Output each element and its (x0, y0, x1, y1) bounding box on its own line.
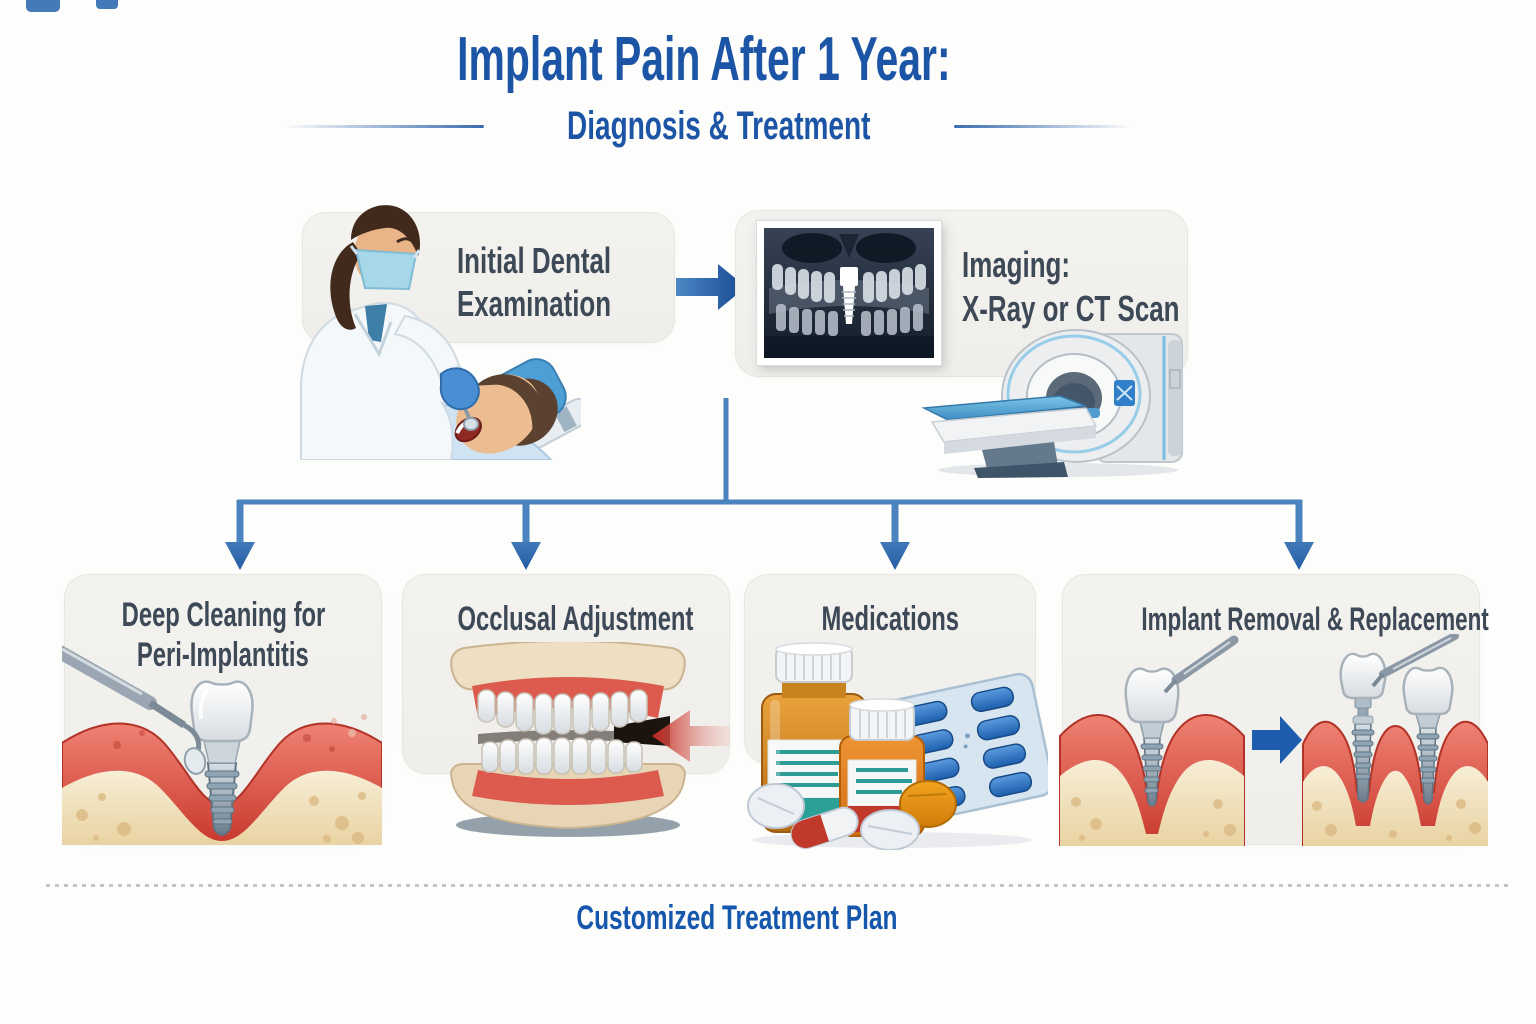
panoramic-xray-image (757, 221, 941, 365)
branch-connector (225, 398, 1314, 570)
treatment-medications-label: Medications (821, 600, 959, 638)
replace-arrow-icon (1252, 716, 1302, 764)
flow-step-imaging-label: Imaging: X-Ray or CT Scan (962, 244, 1180, 329)
footer-label: Customized Treatment Plan (576, 899, 898, 937)
implant-replacement-illustration (1059, 634, 1488, 846)
treatment-deep-cleaning-label: Deep Cleaning for Peri-Implantitis (121, 596, 325, 674)
lower-teeth-row (481, 737, 643, 775)
lower-teeth (776, 304, 923, 336)
subtitle-text: Diagnosis & Treatment (567, 104, 871, 148)
upper-teeth-row (477, 689, 648, 735)
implant-cleaning-illustration (62, 645, 382, 845)
loose-pills (747, 780, 957, 850)
treatment-occlusal-adjustment-label: Occlusal Adjustment (457, 600, 694, 638)
mouth-mirror-icon (463, 417, 479, 431)
down-arrow-icon (225, 542, 1314, 570)
dotted-divider (46, 884, 1510, 887)
scanner-bed (921, 395, 1098, 478)
dental-implant (190, 680, 254, 836)
removal-scene (1059, 635, 1245, 846)
right-arrow-icon (676, 264, 746, 310)
medications-illustration (747, 642, 1048, 850)
subtitle-rule-right (953, 125, 1132, 128)
xray-graphic (764, 228, 934, 358)
flow-step-initial-exam-label: Initial Dental Examination (457, 240, 612, 324)
denture-upper-base (450, 642, 686, 691)
tablet-orange-icon (899, 780, 957, 828)
subtitle-rule-left (284, 125, 485, 128)
page-title: Implant Pain After 1 Year: (457, 25, 951, 94)
xray-implant (840, 267, 858, 324)
ct-scanner-illustration (921, 329, 1183, 478)
dentist-examination-illustration (300, 205, 581, 460)
corner-decoration-icon (96, 0, 118, 9)
replacement-scene (1302, 634, 1488, 846)
glove (439, 367, 480, 411)
subtitle: Diagnosis & Treatment (0, 104, 1416, 149)
corner-decoration-icon (26, 0, 60, 12)
denture-occlusion-illustration (450, 642, 730, 837)
bone-speckles (76, 792, 366, 844)
treatment-implant-replacement-label: Implant Removal & Replacement (1141, 601, 1489, 637)
bite-pressure-arrow-icon (652, 710, 730, 762)
scaler-tool-icon (62, 645, 207, 775)
upper-teeth (772, 264, 926, 303)
second-implant (1402, 666, 1454, 805)
capsule-icon (790, 806, 859, 850)
implant-crown (190, 680, 254, 743)
bone-tissue (62, 770, 382, 845)
dentist-figure (300, 205, 480, 460)
new-implant (1339, 652, 1387, 803)
